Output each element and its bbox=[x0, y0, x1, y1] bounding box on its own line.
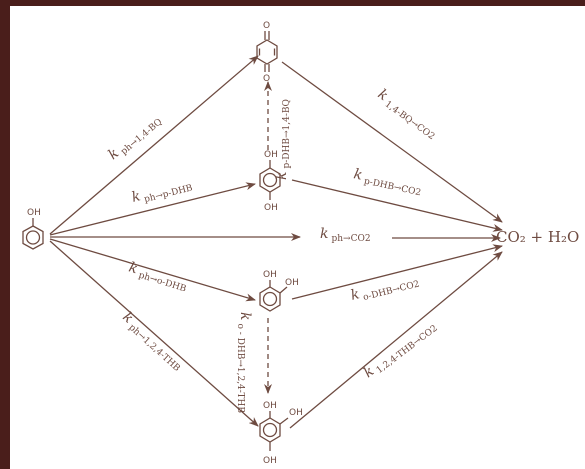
svg-text:kph→CO2: kph→CO2 bbox=[320, 226, 371, 244]
svg-text:kph→1,2,4-THB: kph→1,2,4-THB bbox=[118, 309, 187, 374]
label-k-ph-bq: kph→1,4-BQ bbox=[105, 111, 164, 165]
phenol-molecule: OH bbox=[22, 208, 44, 250]
svg-text:kp-DHB→1,4-BQ: kp-DHB→1,4-BQ bbox=[274, 99, 292, 180]
phenol-oh-label: OH bbox=[27, 208, 41, 218]
o-dhb-oh-b: OH bbox=[285, 278, 299, 288]
svg-text:kph→1,4-BQ: kph→1,4-BQ bbox=[105, 111, 164, 165]
arrow-ph-to-pdhb bbox=[49, 182, 256, 236]
bq-oxygen-bottom: O bbox=[263, 74, 270, 84]
thb-oh-b: OH bbox=[289, 408, 303, 418]
svg-text:ko-DHB→CO2: ko-DHB→CO2 bbox=[349, 272, 420, 306]
arrow-ph-to-thb bbox=[49, 240, 259, 427]
svg-text:kph→o-DHB: kph→o-DHB bbox=[126, 260, 190, 295]
thb-oh-c: OH bbox=[263, 456, 277, 466]
thb-molecule: OH OH OH bbox=[259, 401, 303, 466]
svg-text:k1,4-BQ→CO2: k1,4-BQ→CO2 bbox=[373, 86, 441, 142]
arrow-bq-to-co2 bbox=[281, 61, 503, 223]
benzoquinone-molecule: O O bbox=[256, 21, 278, 84]
products-label: CO₂ + H₂O bbox=[496, 228, 579, 246]
label-k-odhb-thb: ko - DHB→1,2,4-THB bbox=[235, 312, 253, 413]
arrow-pdhb-to-co2 bbox=[291, 179, 503, 232]
label-k-ph-pdhb: kph→p-DHB bbox=[130, 175, 194, 207]
svg-text:ko - DHB→1,2,4-THB: ko - DHB→1,2,4-THB bbox=[235, 312, 253, 413]
p-dhb-oh-top: OH bbox=[264, 150, 278, 160]
label-k-ph-thb: kph→1,2,4-THB bbox=[118, 309, 187, 374]
label-k-ph-odhb: kph→o-DHB bbox=[126, 260, 190, 295]
thb-oh-a: OH bbox=[263, 401, 277, 411]
arrow-thb-to-co2 bbox=[289, 251, 503, 429]
o-dhb-molecule: OH OH bbox=[259, 270, 299, 312]
label-k-pdhb-co2: kp-DHB→CO2 bbox=[352, 166, 424, 198]
o-dhb-oh-a: OH bbox=[263, 270, 277, 280]
svg-text:kp-DHB→CO2: kp-DHB→CO2 bbox=[352, 166, 424, 198]
label-k-bq-co2: k1,4-BQ→CO2 bbox=[373, 86, 441, 142]
svg-text:k1,2,4-THB→CO2: k1,2,4-THB→CO2 bbox=[361, 317, 440, 383]
p-dhb-oh-bottom: OH bbox=[264, 203, 278, 213]
label-k-odhb-co2: ko-DHB→CO2 bbox=[349, 272, 420, 306]
arrow-ph-to-odhb bbox=[49, 238, 256, 302]
arrow-ph-to-bq bbox=[49, 55, 259, 235]
label-k-pdhb-bq: kp-DHB→1,4-BQ bbox=[274, 99, 292, 180]
arrow-odhb-to-co2 bbox=[291, 244, 503, 300]
label-k-thb-co2: k1,2,4-THB→CO2 bbox=[361, 317, 440, 383]
bq-oxygen-top: O bbox=[263, 21, 270, 31]
svg-text:kph→p-DHB: kph→p-DHB bbox=[130, 175, 194, 207]
p-dhb-molecule: OH OH bbox=[259, 150, 281, 213]
